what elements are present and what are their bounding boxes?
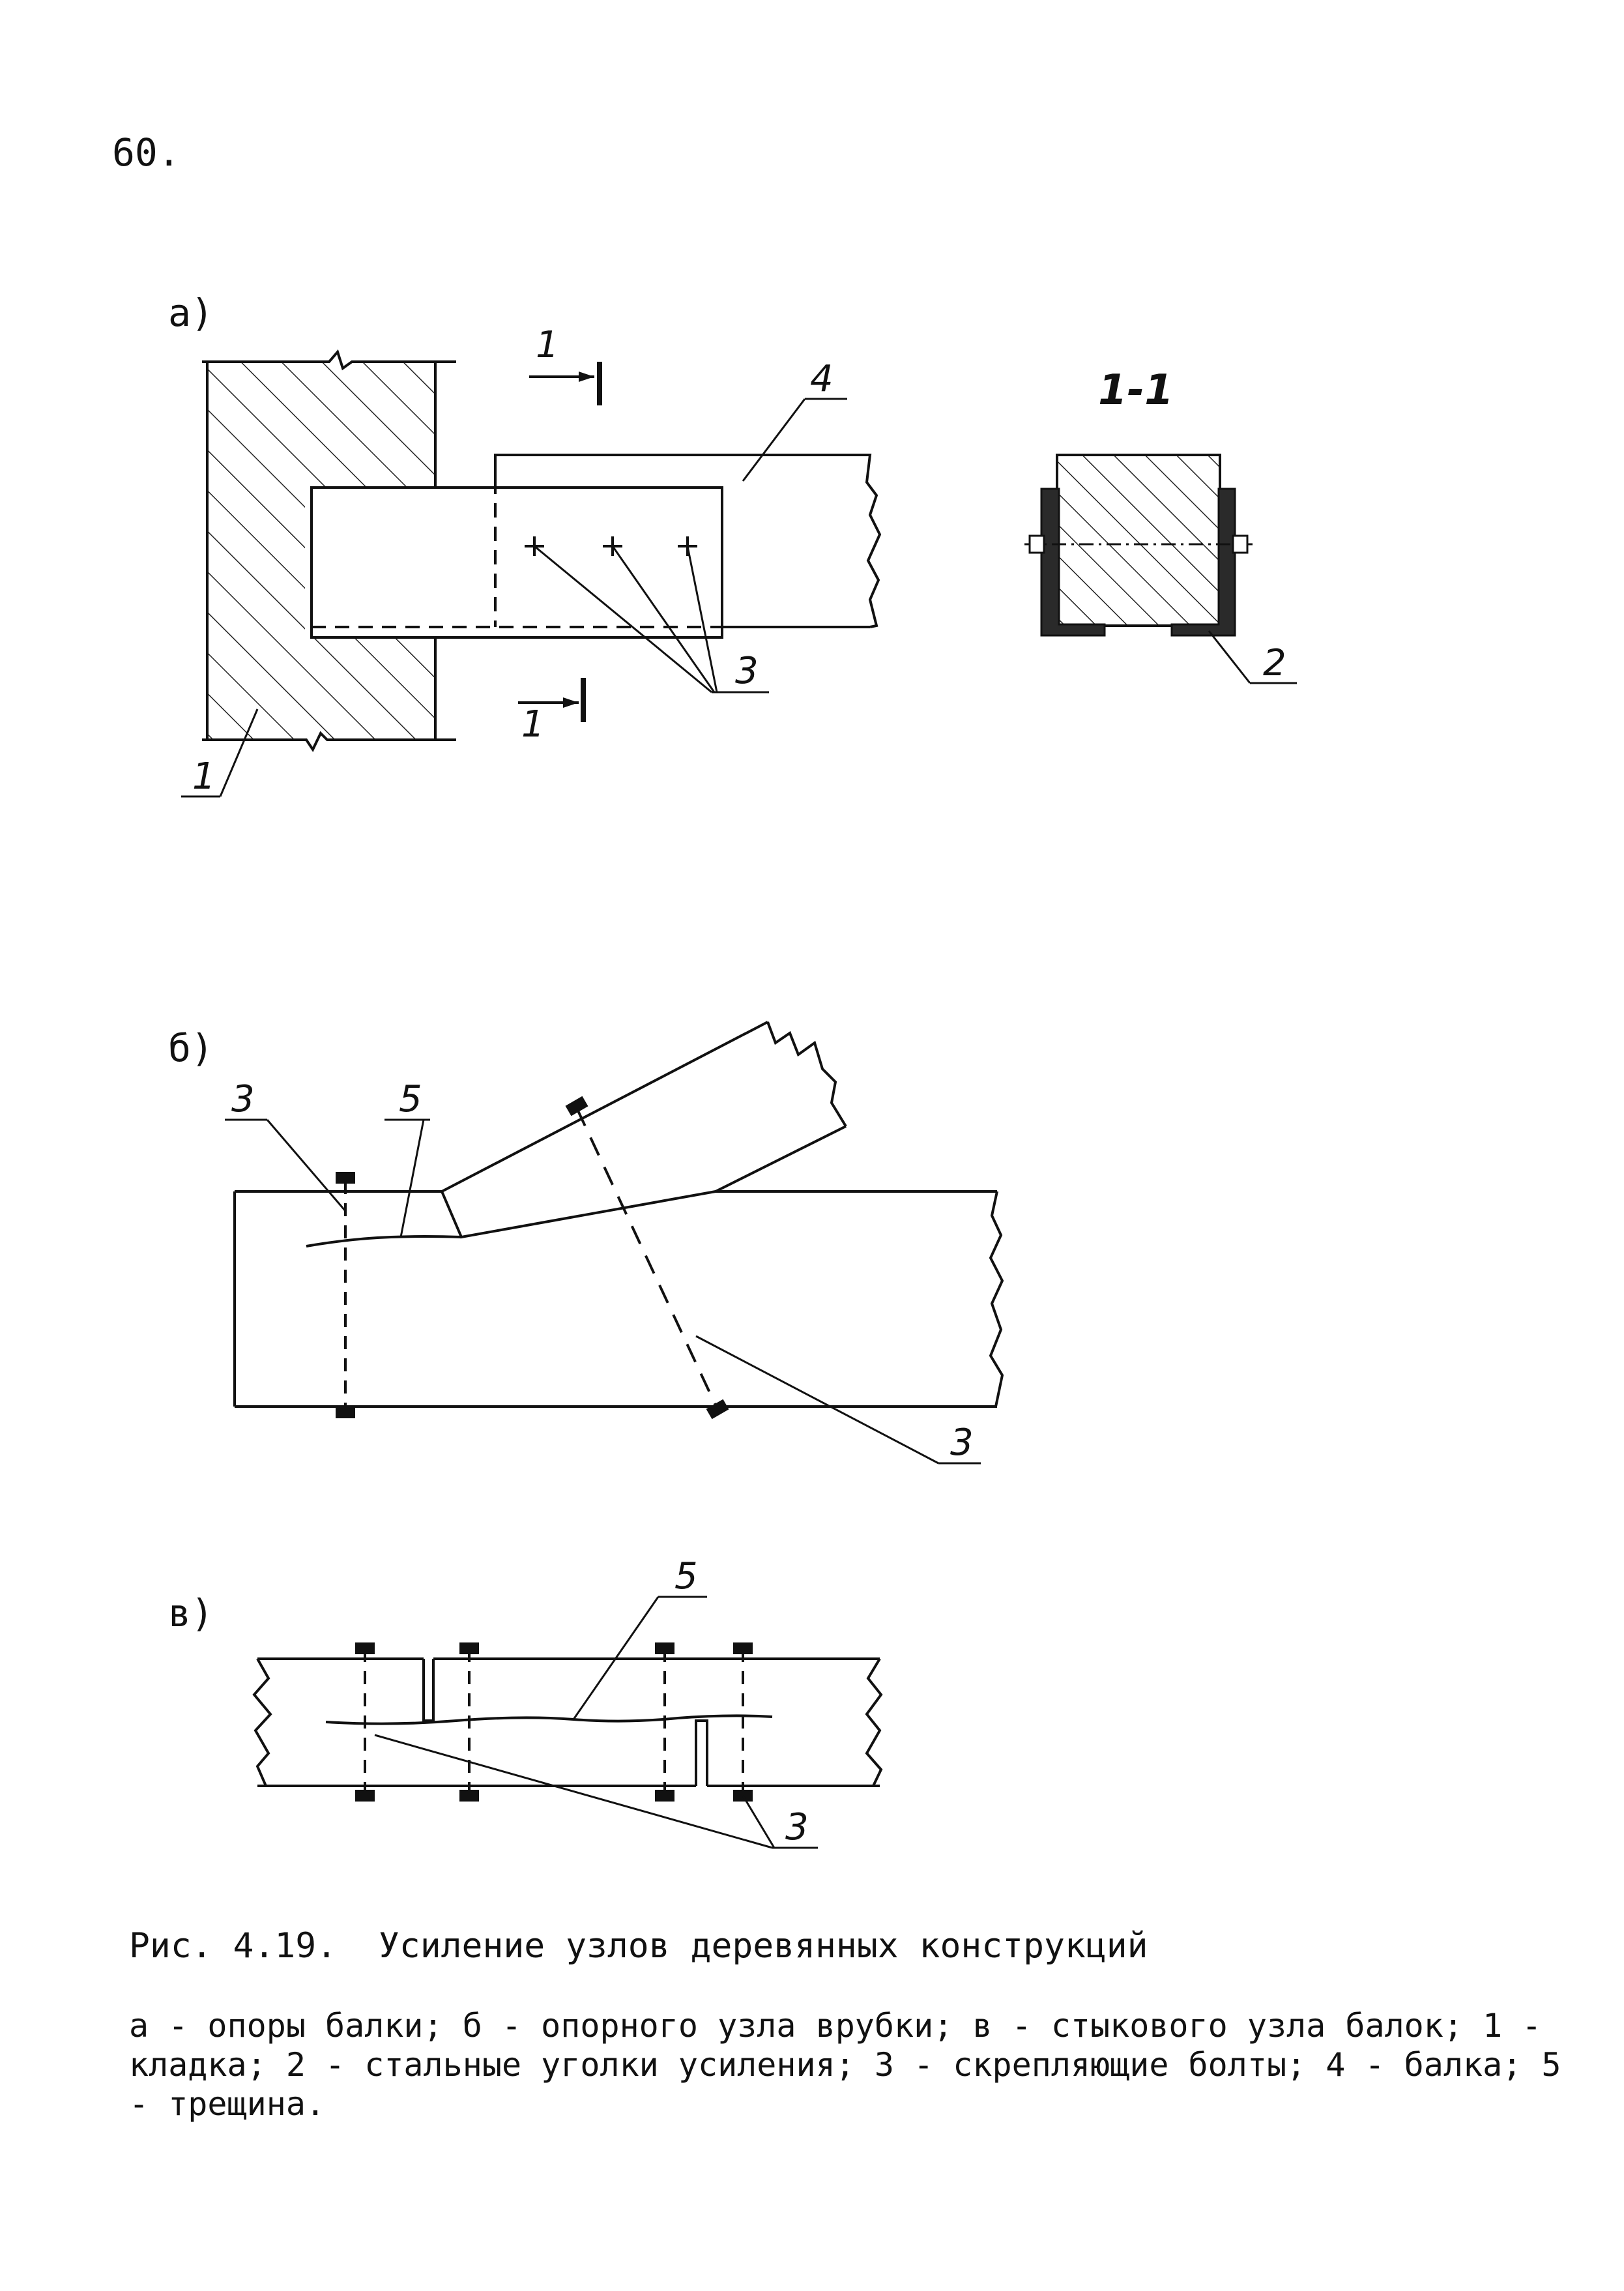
panel-label-b: б) — [168, 1026, 214, 1070]
beams-v — [252, 1657, 883, 1787]
panel-label-v: в) — [168, 1591, 214, 1635]
caption-body: а - опоры балки; б - опорного узла врубк… — [129, 2007, 1561, 2123]
callout-crack-v: 5 — [674, 1555, 698, 1598]
bolts-v — [355, 1642, 753, 1802]
beam-b — [233, 1190, 1004, 1408]
leaders-v — [374, 1596, 818, 1849]
callout-bolts-a: 3 — [735, 650, 759, 692]
callout-bolt-right-b: 3 — [950, 1422, 974, 1464]
panel-v: в) — [168, 1555, 883, 1849]
page-number: 60. — [112, 130, 181, 175]
callout-bolt-left-b: 3 — [231, 1078, 255, 1120]
panel-b: б) — [168, 1021, 1004, 1465]
crack-b — [306, 1235, 462, 1248]
leader-masonry-a — [181, 708, 259, 798]
masonry-wall — [202, 349, 456, 753]
section-mark-top-label: 1 — [536, 324, 559, 366]
beam-a — [310, 454, 882, 639]
leaders-b — [225, 1118, 981, 1465]
callout-angle-a: 2 — [1263, 642, 1286, 684]
rafter-b — [441, 1021, 847, 1239]
bolts-a — [525, 536, 697, 556]
bolts-b — [336, 1096, 729, 1420]
caption-title: Рис. 4.19. Усиление узлов деревянных кон… — [129, 1926, 1148, 1966]
figure-caption: Рис. 4.19. Усиление узлов деревянных кон… — [129, 1926, 1563, 2123]
callout-crack-b: 5 — [399, 1078, 422, 1120]
callout-bolts-v: 3 — [785, 1806, 809, 1848]
callout-masonry-a: 1 — [192, 755, 216, 798]
leader-bolts-a — [534, 545, 769, 693]
section-mark-bottom: 1 — [518, 678, 586, 746]
leader-beam-a — [742, 398, 847, 482]
section-mark-top: 1 — [529, 324, 602, 405]
crack-v — [325, 1714, 773, 1725]
panel-a: а) — [168, 291, 1297, 798]
section-1-1: 1-1 2 — [1024, 366, 1297, 684]
section-mark-bottom-label: 1 — [521, 703, 545, 746]
callout-beam-a: 4 — [810, 358, 834, 400]
panel-label-a: а) — [168, 291, 214, 335]
section-title: 1-1 — [1098, 366, 1174, 415]
